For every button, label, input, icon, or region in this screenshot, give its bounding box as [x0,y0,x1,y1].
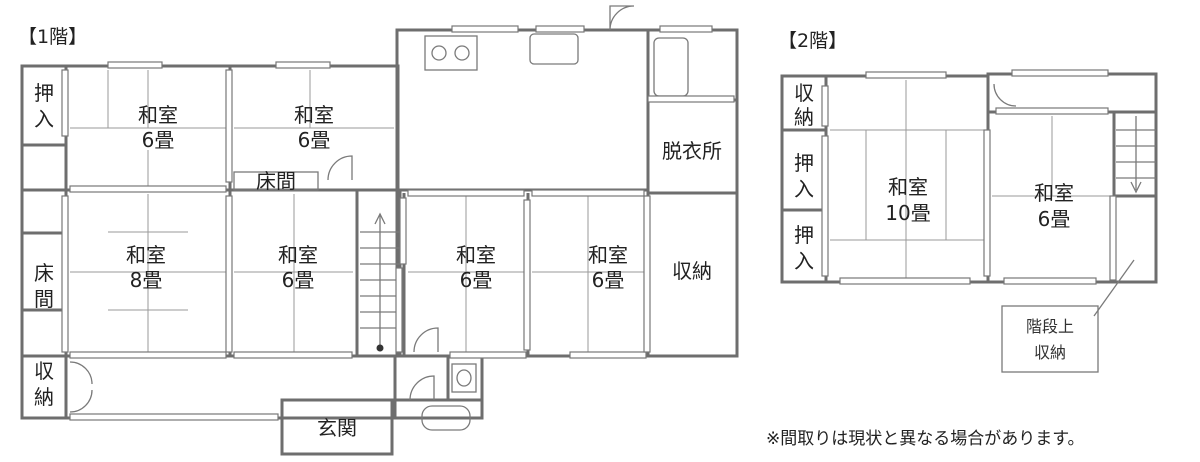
toilet-icon [451,363,477,393]
floor1-stairs [360,212,400,352]
disclaimer-note: ※間取りは現状と異なる場合があります。 [766,429,1085,449]
room-label: 和室 [888,175,928,199]
stove-icon [424,35,478,71]
room-label: 脱衣所 [662,139,722,163]
room-label: 入 [794,177,814,201]
floor1-genkan-box [280,398,394,456]
room-label: 6畳 [282,268,315,292]
room-label: 収 [34,359,54,383]
room-label: 和室 [278,243,318,267]
room-label: 6畳 [1038,207,1071,231]
room-label: 6畳 [142,128,175,152]
stair-storage-callout [1001,305,1099,373]
washbasin-icon [421,405,471,431]
room-label: 入 [794,249,814,273]
room-label: 押 [34,81,54,105]
room-label: 入 [34,107,54,131]
floor1-west-block [20,188,402,358]
room-label: 納 [794,105,814,129]
floor2-plan: 収 納 押 入 押 入 和室 10畳 和室 6畳 階段上 収納 [780,69,1158,373]
room-label: 床 [34,261,54,285]
room-label: 床間 [256,169,296,193]
room-label: 収 [794,81,814,105]
room-label: 和室 [126,243,166,267]
room-label: 押 [794,223,814,247]
room-label: 収納 [1034,343,1066,362]
floor1-title: 【1階】 [18,26,88,48]
room-label: 和室 [138,103,178,127]
room-label: 6畳 [592,268,625,292]
room-label: 和室 [294,103,334,127]
room-label: 和室 [588,243,628,267]
door-arc-icon [413,327,439,353]
room-label: 収納 [672,259,712,283]
room-label: 階段上 [1026,317,1074,336]
kitchen-door-icon [609,5,635,31]
bathtub-icon [653,37,689,97]
room-label: 6畳 [460,268,493,292]
floor1-plan: 和室 6畳 和室 6畳 和室 8畳 和室 6畳 和室 6畳 和室 6畳 押 入 … [20,5,1017,456]
door-arc-icon [327,155,353,181]
room-label: 押 [794,151,814,175]
sink-icon [529,33,579,65]
room-label: 玄関 [317,416,357,440]
room-label: 納 [34,385,54,409]
room-label: 和室 [456,243,496,267]
room-label: 6畳 [298,128,331,152]
floor2-title: 【2階】 [778,30,848,52]
room-label: 10畳 [885,201,930,225]
room-label: 間 [34,287,54,311]
room-label: 和室 [1034,181,1074,205]
room-label: 8畳 [130,268,163,292]
